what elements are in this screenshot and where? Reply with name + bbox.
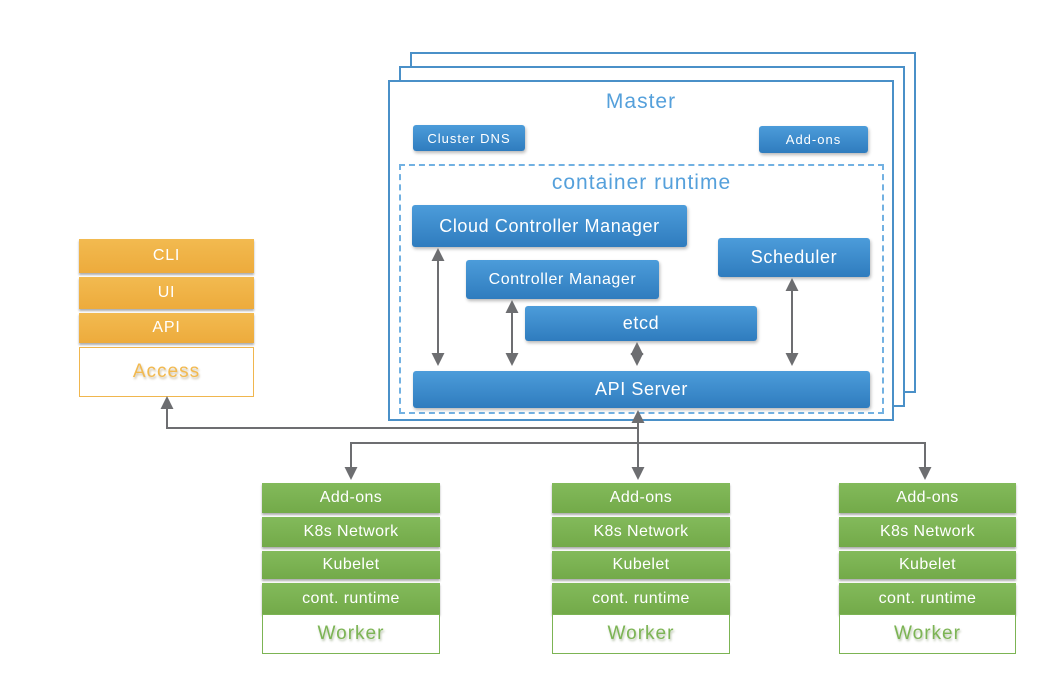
worker2-cont-runtime-label: cont. runtime: [592, 589, 690, 607]
access-stack: CLI UI API Access: [79, 239, 254, 397]
ui-box: UI: [79, 277, 254, 309]
api-server-label: API Server: [594, 379, 689, 399]
worker2-label-box: Worker: [552, 614, 730, 654]
cli-label: CLI: [152, 247, 181, 264]
master-addons-box: Add-ons: [759, 126, 868, 153]
master-addons-label: Add-ons: [785, 132, 842, 147]
worker1-k8s-network-box: K8s Network: [262, 517, 440, 547]
worker1-kubelet-label: Kubelet: [322, 556, 380, 573]
scheduler-box: Scheduler: [718, 238, 870, 277]
worker3-cont-runtime-box: cont. runtime: [839, 583, 1016, 614]
worker-node-2: Add-ons K8s Network Kubelet cont. runtim…: [552, 483, 730, 654]
worker1-cont-runtime-label: cont. runtime: [302, 589, 400, 607]
cluster-dns-box: Cluster DNS: [413, 125, 525, 151]
worker-node-3: Add-ons K8s Network Kubelet cont. runtim…: [839, 483, 1016, 654]
controller-manager-box: Controller Manager: [466, 260, 659, 299]
cli-box: CLI: [79, 239, 254, 273]
worker1-k8s-network-label: K8s Network: [303, 523, 399, 540]
api-box: API: [79, 313, 254, 343]
worker1-kubelet-box: Kubelet: [262, 551, 440, 579]
worker3-kubelet-box: Kubelet: [839, 551, 1016, 579]
worker3-label: Worker: [894, 623, 961, 644]
etcd-label: etcd: [622, 313, 660, 333]
worker2-label: Worker: [607, 623, 675, 644]
etcd-box: etcd: [525, 306, 757, 341]
worker3-k8s-network-box: K8s Network: [839, 517, 1016, 547]
access-label: Access: [132, 361, 201, 382]
container-runtime-title: container runtime: [551, 171, 732, 194]
controller-manager-label: Controller Manager: [488, 270, 637, 288]
scheduler-label: Scheduler: [750, 247, 838, 267]
access-label-box: Access: [79, 347, 254, 397]
worker-node-1: Add-ons K8s Network Kubelet cont. runtim…: [262, 483, 440, 654]
worker3-kubelet-label: Kubelet: [898, 556, 957, 573]
worker1-addons-label: Add-ons: [319, 489, 383, 506]
worker1-label-box: Worker: [262, 614, 440, 654]
api-label: API: [152, 319, 181, 336]
master-title: Master: [605, 90, 677, 113]
api-server-box: API Server: [413, 371, 870, 408]
worker2-kubelet-label: Kubelet: [612, 556, 670, 573]
arrow-apiserver-worker3: [638, 442, 932, 480]
container-runtime-area: container runtime Cloud Controller Manag…: [399, 164, 884, 414]
master-node: Master Cluster DNS Add-ons container run…: [388, 80, 894, 421]
worker3-addons-label: Add-ons: [896, 489, 959, 506]
worker3-label-box: Worker: [839, 614, 1016, 654]
worker1-cont-runtime-box: cont. runtime: [262, 583, 440, 614]
arrow-apiserver-worker1: [344, 442, 638, 480]
worker3-addons-box: Add-ons: [839, 483, 1016, 513]
worker2-cont-runtime-box: cont. runtime: [552, 583, 730, 614]
worker2-addons-box: Add-ons: [552, 483, 730, 513]
worker1-label: Worker: [317, 623, 385, 644]
worker2-kubelet-box: Kubelet: [552, 551, 730, 579]
worker2-k8s-network-box: K8s Network: [552, 517, 730, 547]
worker2-k8s-network-label: K8s Network: [593, 523, 689, 540]
worker3-k8s-network-label: K8s Network: [879, 523, 976, 540]
worker3-cont-runtime-label: cont. runtime: [878, 589, 977, 607]
cloud-controller-manager-box: Cloud Controller Manager: [412, 205, 687, 247]
worker1-addons-box: Add-ons: [262, 483, 440, 513]
cloud-controller-manager-label: Cloud Controller Manager: [439, 215, 660, 236]
cluster-dns-label: Cluster DNS: [427, 130, 511, 146]
ui-label: UI: [157, 284, 176, 301]
worker2-addons-label: Add-ons: [609, 489, 673, 506]
